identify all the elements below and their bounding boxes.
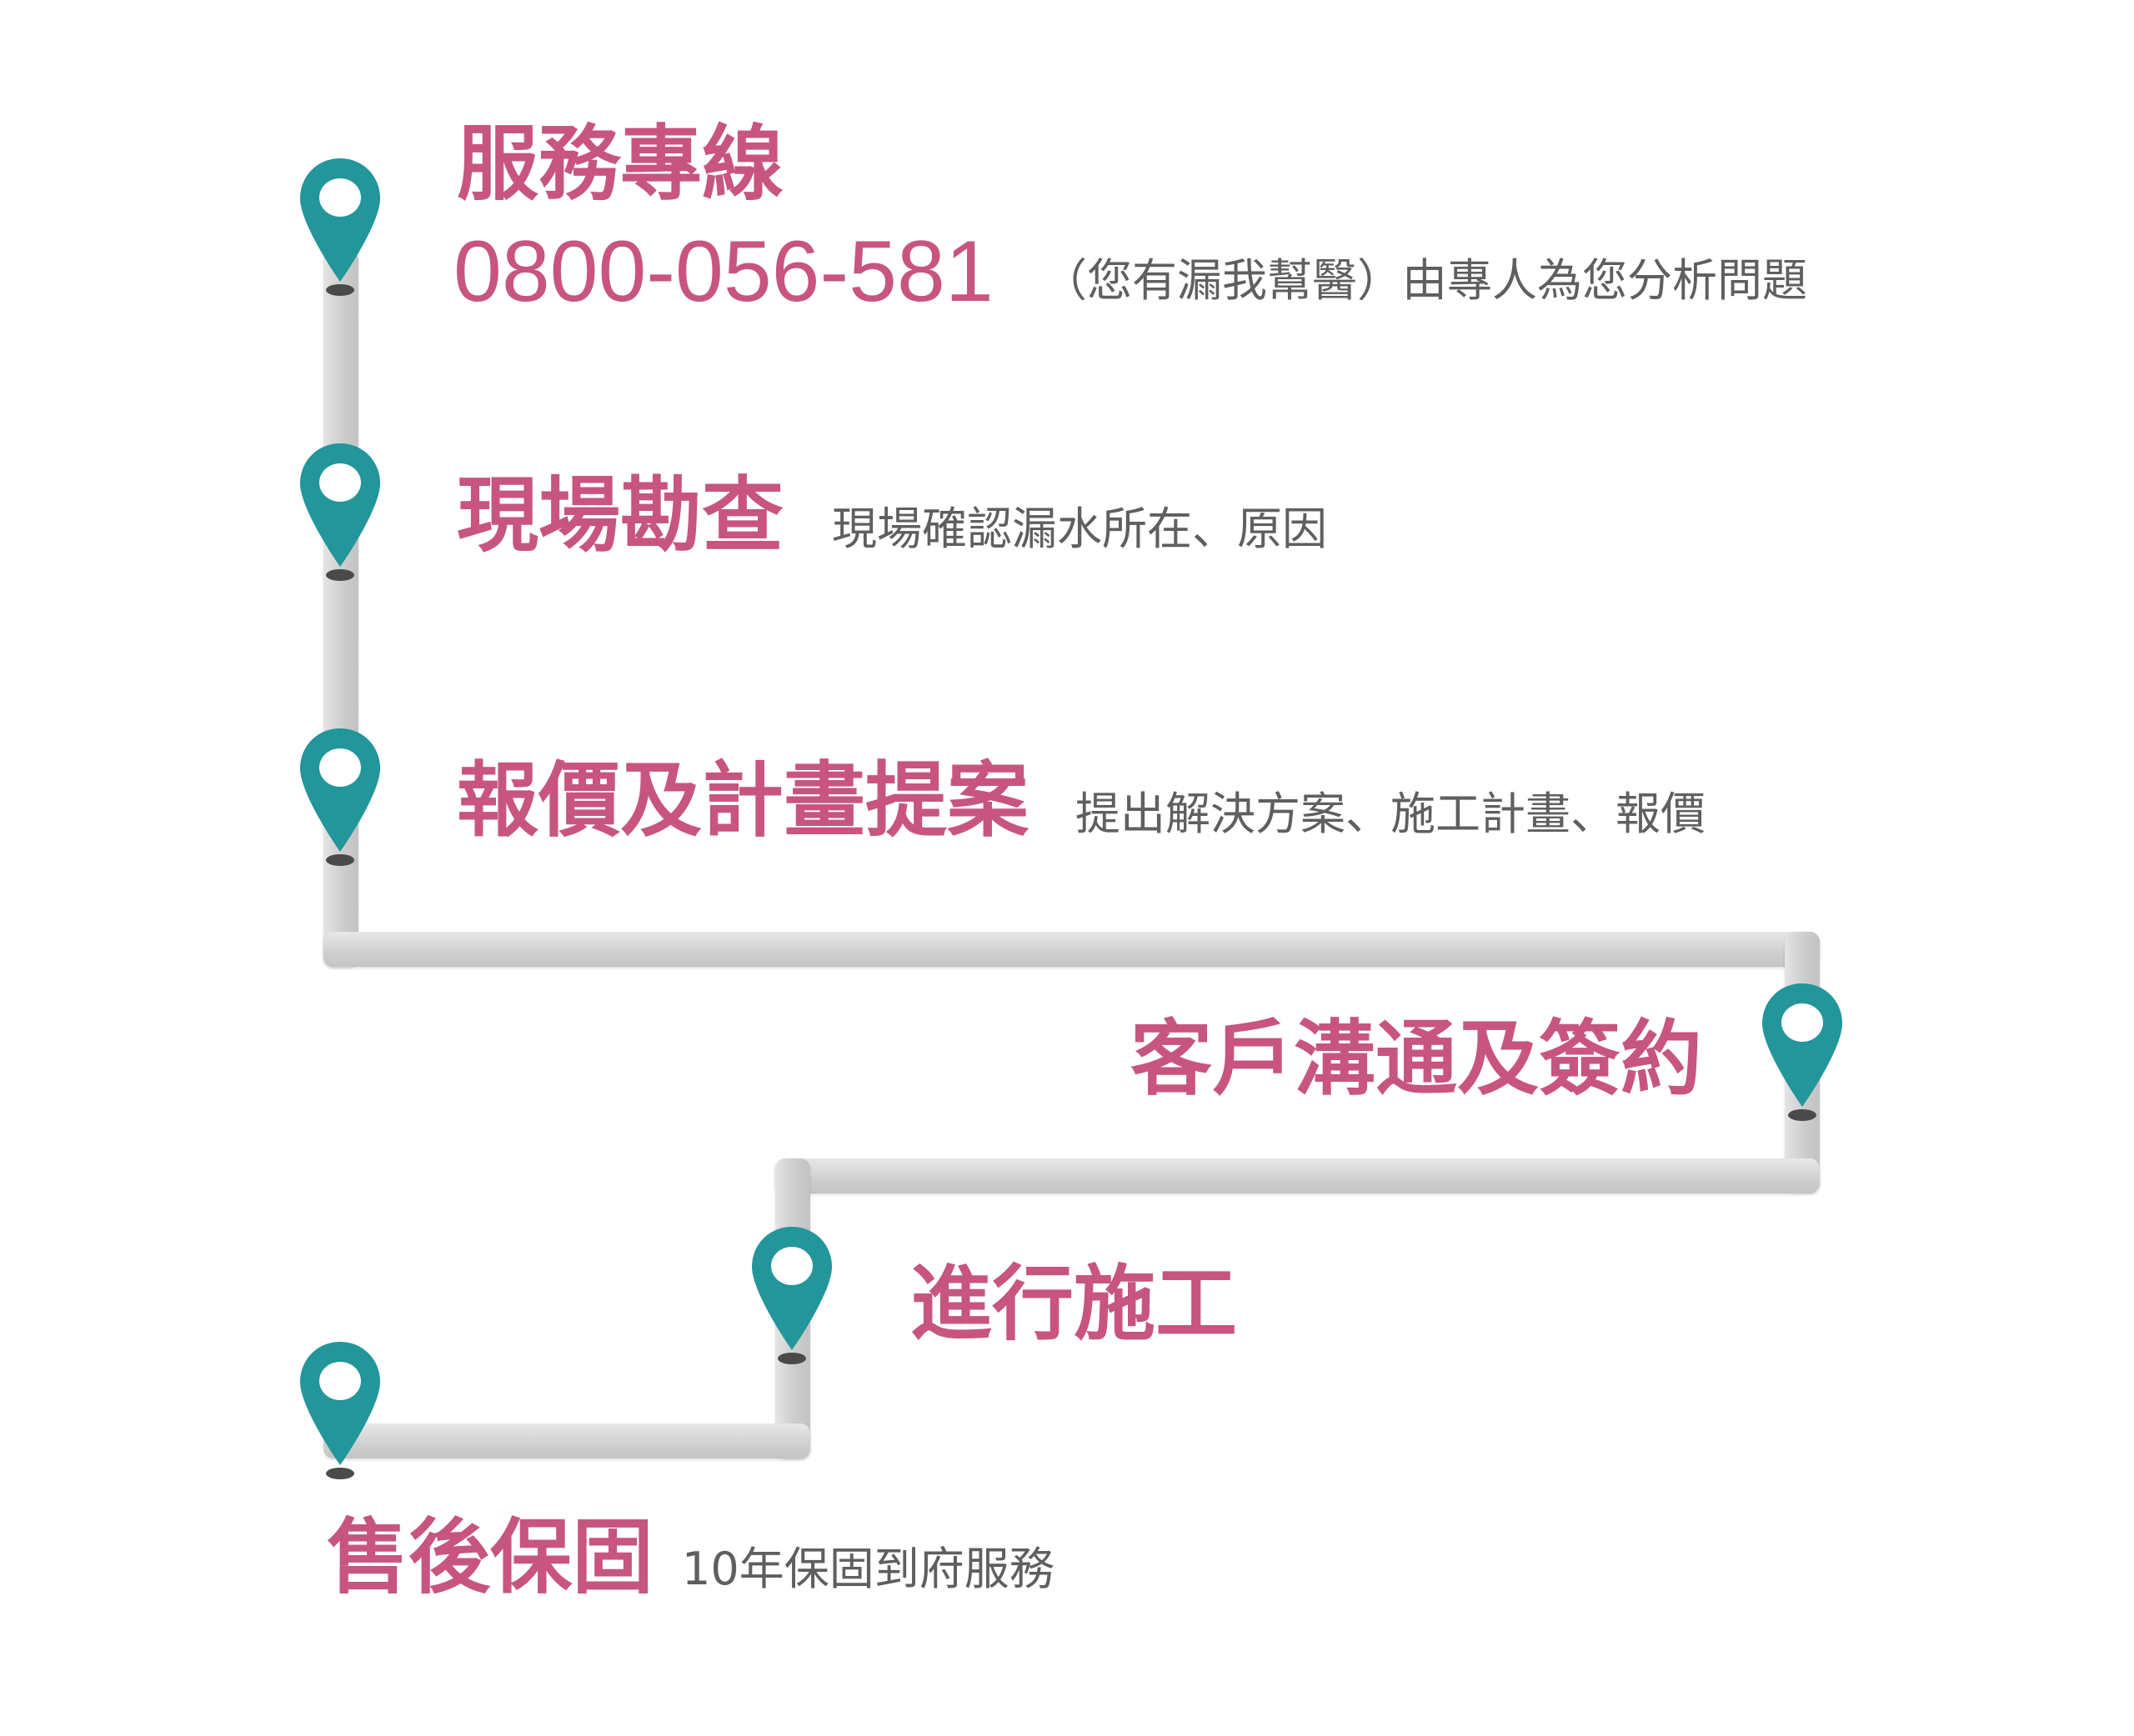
step-title-hotline: 服務專線: [457, 117, 784, 212]
location-pin-icon: [298, 1340, 382, 1490]
step-title-quotation: 報價及計畫提案: [457, 753, 1029, 848]
step-description-warranty: 10年保固到府服務: [682, 1543, 1054, 1595]
step-title-contract: 客戶溝通及簽約: [1130, 1012, 1703, 1107]
path-segment-horizontal-middle: [775, 1158, 1820, 1193]
step-description-site-inspection: 現場確認漏水所在、原因: [832, 503, 1327, 555]
step-description-quotation: 提出解決方案、施工計畫、報價: [1075, 788, 1706, 840]
step-title-construction: 進行施工: [910, 1257, 1238, 1352]
path-segment-horizontal-bottom: [323, 1423, 810, 1458]
location-pin-icon: [1761, 982, 1844, 1132]
location-pin-icon: [750, 1225, 834, 1375]
location-pin-icon: [298, 442, 382, 592]
hotline-phone-number[interactable]: 0800-056-581: [453, 223, 994, 320]
step-title-warranty: 售後保固: [327, 1510, 654, 1605]
step-title-site-inspection: 現場勘查: [457, 468, 784, 563]
location-pin-icon: [298, 727, 382, 877]
path-segment-horizontal-top: [323, 932, 1820, 967]
location-pin-icon: [298, 157, 382, 307]
step-description-hotline: （您有漏我幫醫）由專人為您分析問題: [1042, 254, 1807, 307]
